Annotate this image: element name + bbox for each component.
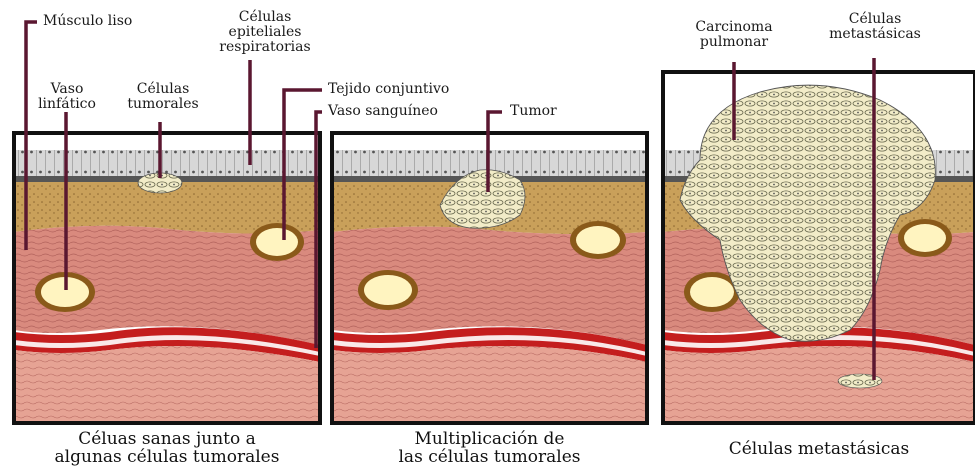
label-tejido-conjuntivo: Tejido conjuntivo xyxy=(328,82,449,97)
label-line: Vaso xyxy=(30,82,104,97)
caption-panel-2: Multiplicación de las células tumorales xyxy=(332,430,647,466)
panel-3-tissue xyxy=(663,72,975,423)
label-vaso-linfatico: Vaso linfático xyxy=(30,82,104,112)
label-celulas-metastasicas: Células metastásicas xyxy=(815,12,935,42)
label-musculo-liso: Músculo liso xyxy=(43,14,132,29)
label-line: pulmonar xyxy=(680,35,788,50)
label-line: respiratorias xyxy=(210,40,320,55)
label-line: metastásicas xyxy=(815,27,935,42)
caption-line: las células tumorales xyxy=(332,448,647,466)
label-line: linfático xyxy=(30,97,104,112)
label-line: Células xyxy=(815,12,935,27)
label-tumor: Tumor xyxy=(510,104,557,119)
panel-1-tissue xyxy=(14,133,320,423)
caption-panel-3: Células metastásicas xyxy=(663,440,975,458)
label-carcinoma-pulmonar: Carcinoma pulmonar xyxy=(680,20,788,50)
label-vaso-sanguineo: Vaso sanguíneo xyxy=(328,104,438,119)
label-line: Carcinoma xyxy=(680,20,788,35)
label-line: Células xyxy=(210,10,320,25)
caption-line: algunas células tumorales xyxy=(14,448,320,466)
caption-line: Céluas sanas junto a xyxy=(14,430,320,448)
label-line: tumorales xyxy=(118,97,208,112)
caption-line: Multiplicación de xyxy=(332,430,647,448)
label-line: epiteliales xyxy=(210,25,320,40)
label-line: Células xyxy=(118,82,208,97)
label-celulas-tumorales: Células tumorales xyxy=(118,82,208,112)
caption-panel-1: Céluas sanas junto a algunas células tum… xyxy=(14,430,320,466)
label-celulas-epiteliales: Células epiteliales respiratorias xyxy=(210,10,320,55)
